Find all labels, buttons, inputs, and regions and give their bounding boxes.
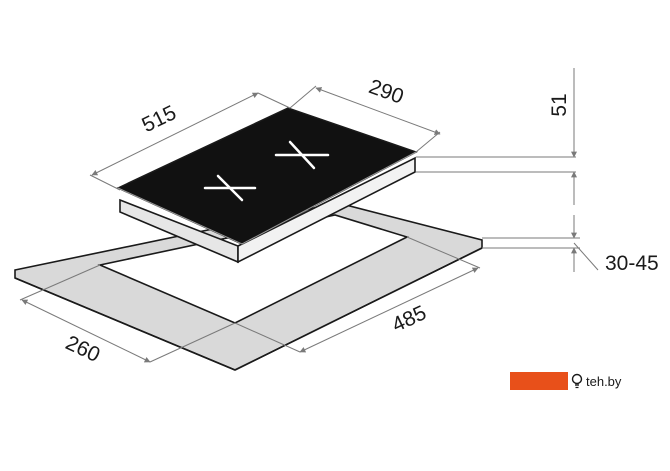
label-cutout-width: 485	[389, 301, 430, 337]
label-worktop-thickness: 30-45	[605, 252, 659, 275]
hob-body-right	[237, 156, 416, 264]
dim-worktop-thickness: 30-45	[482, 215, 659, 275]
watermark-badge: teh.by	[510, 372, 668, 390]
burner-mark-front	[203, 174, 257, 202]
burner-mark-rear	[274, 140, 330, 170]
watermark-text: teh.by	[586, 374, 622, 389]
hob-glass-edge	[117, 151, 417, 245]
label-hob-depth: 290	[366, 75, 407, 109]
label-hob-height: 51	[548, 93, 571, 116]
bulb-icon	[571, 373, 583, 389]
dim-hob-height: 51	[416, 68, 577, 205]
label-hob-width: 515	[138, 101, 180, 137]
badge-body	[568, 372, 668, 390]
badge-accent-bar	[510, 372, 570, 390]
